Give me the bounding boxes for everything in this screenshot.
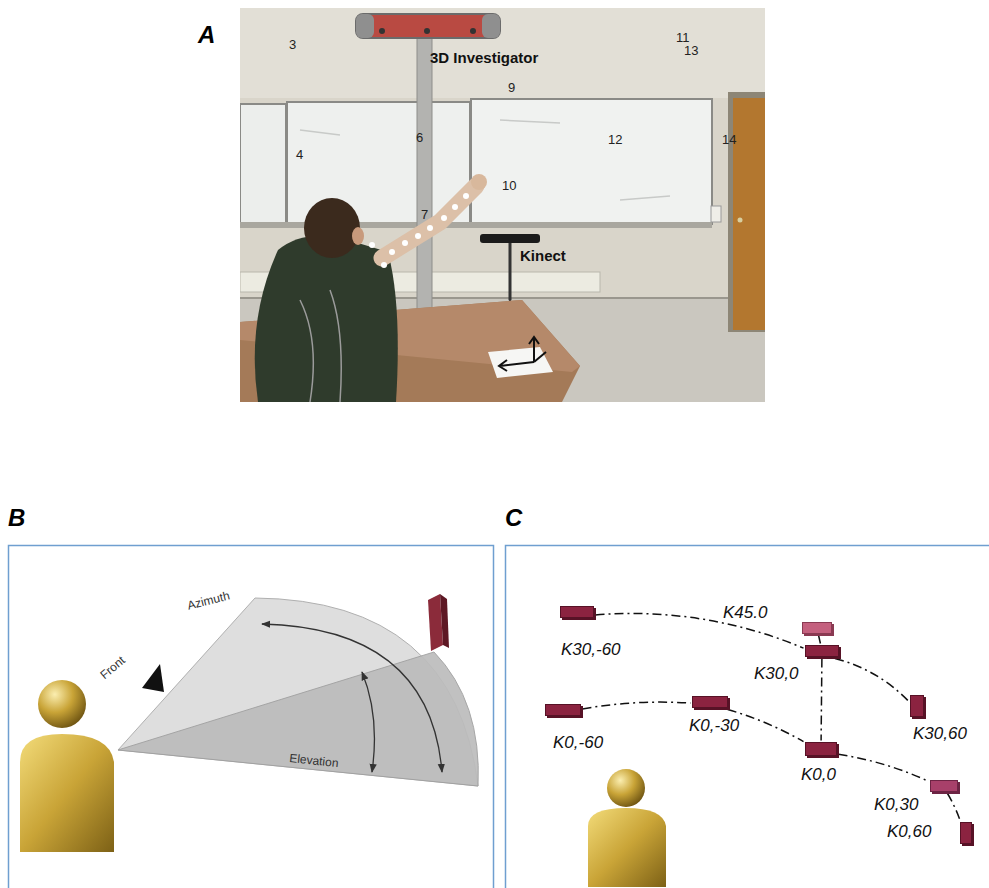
lab-photo [240, 8, 765, 402]
dashed-connector [583, 702, 691, 709]
target-block: K30,60 [910, 695, 924, 717]
arm-markers-part [415, 233, 421, 239]
arm-markers-part [441, 215, 447, 221]
coordinate-axes-part [499, 360, 534, 371]
angle-figure-part [440, 594, 449, 648]
wall-number: 13 [684, 44, 698, 58]
dashed-connector [835, 659, 909, 702]
target-label: K30,60 [913, 725, 967, 744]
wall-number: 4 [296, 148, 303, 162]
target-block: K0,-60 [545, 704, 581, 716]
subject-figure-part [588, 808, 666, 887]
angle-figure-part [20, 734, 114, 852]
dashed-connector [596, 613, 804, 648]
target-label: K30,0 [754, 665, 798, 684]
arm-markers-part [463, 193, 469, 199]
target-block: K0,60 [960, 822, 972, 844]
lab-photo-part [470, 28, 476, 34]
arm-markers-part [452, 204, 458, 210]
angle-figure-part [118, 598, 478, 786]
panel-frame [506, 546, 989, 888]
lab-photo-part [471, 99, 712, 224]
target-block: K45.0 [802, 622, 832, 634]
lab-photo-part [382, 186, 476, 258]
lab-photo-part [356, 14, 500, 38]
wall-number: 3 [289, 38, 296, 52]
lab-photo-part [733, 98, 765, 330]
arm-markers-part [402, 240, 408, 246]
lab-photo-part [424, 28, 430, 34]
angle-label: Azimuth [186, 590, 231, 613]
lab-photo-part [352, 227, 364, 245]
lab-photo-part [240, 8, 765, 98]
lab-photo-part [304, 198, 360, 258]
target-label: K0,0 [801, 766, 836, 785]
angle-figure-part [38, 680, 86, 728]
lab-photo-part [356, 14, 374, 38]
target-block: K0,0 [805, 742, 837, 756]
angle-figure [20, 594, 478, 852]
target-label: K45.0 [723, 604, 767, 623]
target-label: K0,-30 [689, 717, 739, 736]
lab-photo-part [480, 234, 540, 243]
dashed-connector [839, 754, 929, 781]
device-label: 3D Investigator [430, 50, 538, 67]
angle-figure-part [362, 672, 374, 772]
lab-photo-part [482, 14, 500, 38]
lab-photo-part [300, 120, 670, 200]
panel-frame [9, 546, 494, 888]
target-label: K30,-60 [561, 641, 621, 660]
target-block: K0,-30 [692, 696, 728, 708]
lab-photo-part [240, 104, 286, 224]
dashed-connector [819, 636, 821, 644]
lab-photo-part [471, 174, 487, 190]
target-label: K0,60 [887, 823, 931, 842]
panel-letter: A [198, 22, 215, 48]
wall-number: 10 [502, 179, 516, 193]
subject-figure [588, 769, 666, 887]
lab-photo-part [240, 8, 765, 402]
arm-markers-part [369, 242, 375, 248]
arm-markers [369, 193, 469, 268]
panel-letter: C [505, 505, 522, 531]
panel-letter: B [8, 505, 25, 531]
angle-figure-part [142, 664, 164, 692]
coordinate-axes [499, 337, 546, 371]
dashed-connector [820, 659, 822, 741]
target-label: K0,30 [874, 796, 918, 815]
subject-figure-part [607, 769, 645, 807]
angle-figure-part [118, 652, 478, 786]
arm-markers-part [381, 262, 387, 268]
lab-photo-part [488, 347, 553, 378]
wall-number: 6 [416, 131, 423, 145]
device-label: Kinect [520, 248, 566, 265]
wall-number: 14 [722, 133, 736, 147]
angle-label: Elevation [289, 752, 339, 770]
wall-number: 7 [421, 208, 428, 222]
arm-markers-part [389, 249, 395, 255]
dashed-connector [948, 794, 961, 821]
lab-photo-part [738, 218, 743, 223]
direction-label: Front [98, 654, 128, 682]
lab-photo-part [300, 290, 341, 402]
target-block: K0,30 [930, 780, 958, 792]
arm-markers-part [427, 225, 433, 231]
coordinate-axes-part [534, 352, 546, 362]
lab-photo-part [509, 243, 512, 300]
wall-number: 12 [608, 133, 622, 147]
wall-number: 9 [508, 81, 515, 95]
target-block: K30,0 [805, 645, 839, 657]
angle-figure-part [262, 624, 442, 772]
lab-photo-part [728, 92, 765, 332]
target-block: K30,-60 [560, 606, 594, 618]
lab-photo-part [711, 206, 721, 222]
lab-photo-part [379, 28, 385, 34]
target-label: K0,-60 [553, 734, 603, 753]
